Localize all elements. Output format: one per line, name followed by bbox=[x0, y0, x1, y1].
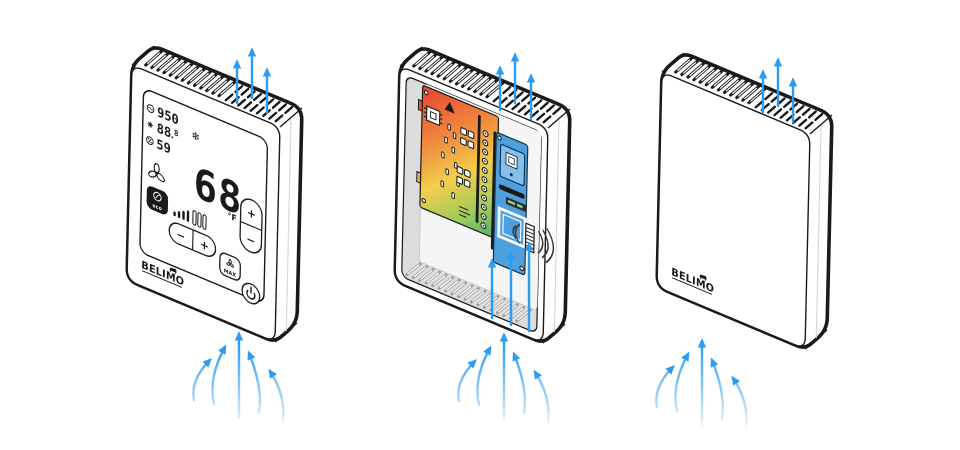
fan-minus-button[interactable]: − bbox=[176, 227, 185, 245]
max-label: MAX bbox=[224, 268, 236, 279]
airflow-arrow-in bbox=[655, 365, 675, 409]
decimal-point bbox=[171, 136, 174, 139]
card-slot bbox=[498, 184, 525, 199]
airflow-arrow-in bbox=[533, 369, 550, 424]
fan-speed-control: − + bbox=[168, 222, 217, 258]
temp-down-button[interactable]: − bbox=[246, 231, 255, 249]
display-panel bbox=[139, 90, 269, 302]
fan-plus-button[interactable]: + bbox=[200, 236, 209, 254]
eco-button[interactable]: eco bbox=[146, 184, 169, 216]
pin-header bbox=[480, 130, 489, 230]
device-cover-view: BELIMO bbox=[655, 52, 834, 429]
ic-chip bbox=[423, 105, 443, 127]
connector-slot bbox=[475, 114, 481, 224]
airflow-arrow-in bbox=[268, 368, 285, 423]
airflow-arrow-in bbox=[731, 375, 748, 429]
smd-components bbox=[440, 123, 475, 200]
connector-slot bbox=[490, 131, 497, 250]
humidity-value: 59 bbox=[156, 137, 171, 158]
warning-icon bbox=[444, 102, 455, 114]
temperature-unit: °F bbox=[227, 211, 237, 225]
fan-icon bbox=[148, 162, 165, 183]
eco-label: eco bbox=[152, 203, 162, 213]
fan-speed-bars bbox=[173, 210, 207, 230]
leaf-icon bbox=[155, 194, 161, 199]
ram-icon bbox=[169, 267, 177, 275]
pcb-assembly bbox=[416, 85, 555, 276]
front-face bbox=[656, 74, 811, 347]
airflow-arrow-in bbox=[247, 350, 262, 414]
co2-icon bbox=[146, 104, 155, 114]
temperature-decimal: 8 bbox=[174, 128, 179, 139]
airflow-arrow-in bbox=[674, 351, 690, 413]
device-internal-view bbox=[393, 46, 572, 424]
airflow-arrow-in bbox=[512, 351, 527, 415]
humidity-icon bbox=[146, 136, 154, 146]
serial-label bbox=[505, 196, 527, 213]
snowflake-icon: ❄ bbox=[191, 129, 200, 145]
airflow-arrow-in bbox=[192, 358, 212, 402]
airflow-arrow-in bbox=[476, 345, 492, 407]
device-front-view: 950 88 8 59 ❄ 68 °F bbox=[125, 45, 304, 423]
temperature-control: + − bbox=[239, 198, 263, 254]
ram-icon bbox=[699, 274, 707, 282]
airflow-arrow-in bbox=[710, 357, 725, 421]
max-button[interactable]: MAX bbox=[219, 251, 241, 282]
shield-can bbox=[497, 205, 527, 249]
dip-marks bbox=[458, 205, 471, 219]
temperature-value: 88 bbox=[157, 121, 172, 142]
top-vents bbox=[144, 49, 294, 123]
power-button[interactable] bbox=[241, 280, 261, 306]
top-vents bbox=[412, 50, 562, 124]
pcb-screws bbox=[421, 90, 524, 272]
airflow-arrow-in bbox=[457, 359, 477, 403]
power-icon bbox=[246, 288, 256, 300]
wifi-waves-icon bbox=[512, 223, 555, 264]
airflow-arrow-in bbox=[211, 344, 227, 406]
rf-module bbox=[499, 144, 526, 187]
top-vents bbox=[674, 56, 824, 130]
boost-fan-icon bbox=[226, 259, 234, 268]
temp-up-button[interactable]: + bbox=[247, 205, 256, 223]
temperature-icon bbox=[147, 121, 154, 128]
